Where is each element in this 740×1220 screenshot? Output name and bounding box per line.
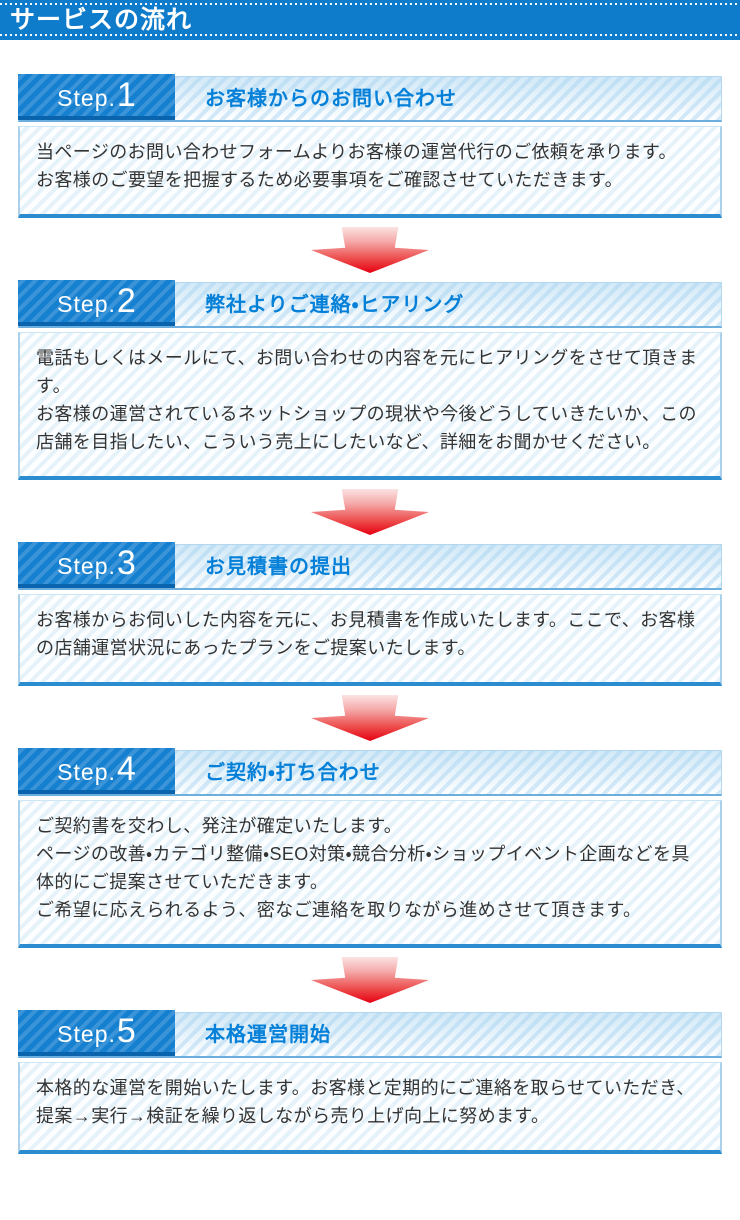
step-description: 電話もしくはメールにて、お問い合わせの内容を元にヒアリングをさせて頂きます。お客…: [18, 332, 722, 480]
page-title: サービスの流れ: [10, 6, 193, 34]
section-header-bar: サービスの流れ: [0, 0, 740, 40]
flow-down-arrow-icon: [311, 957, 429, 1003]
dotted-divider-top: [0, 3, 740, 5]
step-number-badge: Step.2: [18, 280, 175, 326]
step-header: Step.4 ご契約・打ち合わせ: [18, 748, 722, 796]
flow-down-arrow-icon: [311, 695, 429, 741]
step-number-text: Step.2: [57, 282, 136, 320]
step-header: Step.1 お客様からのお問い合わせ: [18, 74, 722, 122]
step-description: 当ページのお問い合わせフォームよりお客様の運営代行のご依頼を承ります。お客様のご…: [18, 126, 722, 218]
step-block: Step.1 お客様からのお問い合わせ 当ページのお問い合わせフォームよりお客様…: [18, 74, 722, 218]
step-number-badge: Step.5: [18, 1010, 175, 1056]
step-body-paragraph: 電話もしくはメールにて、お問い合わせの内容を元にヒアリングをさせて頂きます。: [36, 348, 698, 396]
step-body-paragraph: ページの改善・カテゴリ整備・SEO対策・競合分析・ショップイベント企画などを具体…: [36, 844, 690, 892]
step-number-badge: Step.1: [18, 74, 175, 120]
dotted-divider-bottom: [0, 34, 740, 36]
step-title: お見積書の提出: [205, 556, 352, 578]
step-body-paragraph: お客様のご要望を把握するため必要事項をご確認させていただきます。: [36, 170, 623, 190]
step-block: Step.5 本格運営開始 本格的な運営を開始いたします。お客様と定期的にご連絡…: [18, 1010, 722, 1154]
step-block: Step.4 ご契約・打ち合わせ ご契約書を交わし、発注が確定いたします。ページ…: [18, 748, 722, 948]
step-block: Step.2 弊社よりご連絡・ヒアリング 電話もしくはメールにて、お問い合わせの…: [18, 280, 722, 480]
flow-down-arrow-icon: [311, 227, 429, 273]
step-number-text: Step.5: [57, 1012, 136, 1050]
step-description: 本格的な運営を開始いたします。お客様と定期的にご連絡を取らせていただき、提案→実…: [18, 1062, 722, 1154]
step-body-paragraph: ご契約書を交わし、発注が確定いたします。: [36, 816, 403, 836]
step-title: お客様からのお問い合わせ: [205, 88, 457, 110]
step-header: Step.3 お見積書の提出: [18, 542, 722, 590]
step-number-text: Step.3: [57, 544, 136, 582]
step-description: ご契約書を交わし、発注が確定いたします。ページの改善・カテゴリ整備・SEO対策・…: [18, 800, 722, 948]
step-number-text: Step.1: [57, 76, 136, 114]
step-header: Step.5 本格運営開始: [18, 1010, 722, 1058]
step-body-paragraph: 本格的な運営を開始いたします。お客様と定期的にご連絡を取らせていただき、提案→実…: [36, 1078, 695, 1126]
flow-down-arrow-icon: [311, 489, 429, 535]
step-number-badge: Step.4: [18, 748, 175, 794]
step-body-paragraph: 当ページのお問い合わせフォームよりお客様の運営代行のご依頼を承ります。: [36, 142, 677, 162]
step-title: ご契約・打ち合わせ: [205, 762, 381, 784]
step-title: 本格運営開始: [205, 1024, 331, 1046]
step-header: Step.2 弊社よりご連絡・ヒアリング: [18, 280, 722, 328]
service-flow: Step.1 お客様からのお問い合わせ 当ページのお問い合わせフォームよりお客様…: [0, 40, 740, 1154]
step-title: 弊社よりご連絡・ヒアリング: [205, 294, 465, 316]
step-body-paragraph: ご希望に応えられるよう、密なご連絡を取りながら進めさせて頂きます。: [36, 900, 642, 920]
step-number-badge: Step.3: [18, 542, 175, 588]
step-description: お客様からお伺いした内容を元に、お見積書を作成いたします。ここで、お客様の店舗運…: [18, 594, 722, 686]
step-number-text: Step.4: [57, 750, 136, 788]
step-body-paragraph: お客様からお伺いした内容を元に、お見積書を作成いたします。ここで、お客様の店舗運…: [36, 610, 696, 658]
step-body-paragraph: お客様の運営されているネットショップの現状や今後どうしていきたいか、この店舗を目…: [36, 404, 697, 452]
step-block: Step.3 お見積書の提出 お客様からお伺いした内容を元に、お見積書を作成いた…: [18, 542, 722, 686]
